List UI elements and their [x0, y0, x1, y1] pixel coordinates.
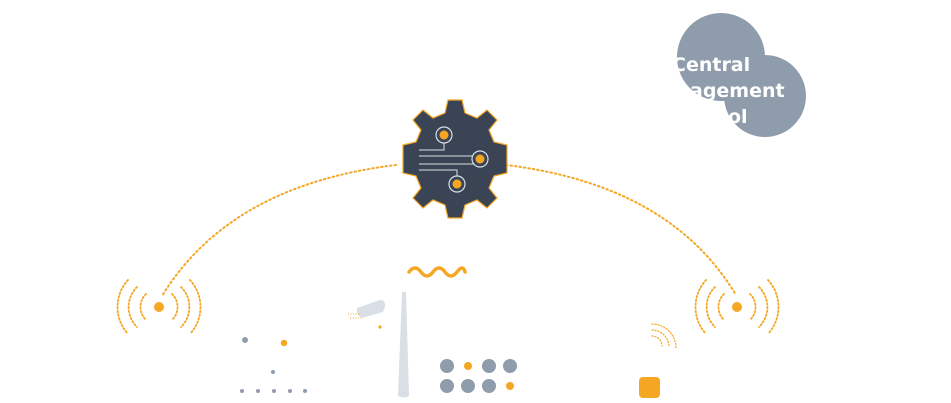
antenna-pole-icon: [398, 292, 409, 398]
security-camera-icon: [348, 300, 386, 329]
connection-arc-left: [161, 164, 397, 297]
circuit-gear-icon: [402, 99, 508, 219]
wave-icon: [407, 266, 467, 278]
bubble-line-2: agement: [690, 80, 785, 102]
sensor-dots-left: [240, 337, 307, 393]
circuit-node-top: [435, 126, 453, 144]
bubble-line-1: Central: [672, 54, 751, 76]
central-management-bubble: [677, 13, 806, 137]
sensor-grid-icon: [440, 359, 517, 393]
circuit-node-bottom: [448, 175, 466, 193]
wireless-signal-icon: [116, 279, 202, 335]
circuit-node-middle: [471, 150, 489, 168]
bubble-line-3: ol: [728, 106, 748, 128]
wireless-signal-icon-right: [694, 279, 780, 335]
central-management-label: Central agement ol: [672, 52, 832, 132]
connection-arc-right: [505, 164, 737, 296]
tracker-device-icon: [639, 323, 677, 398]
